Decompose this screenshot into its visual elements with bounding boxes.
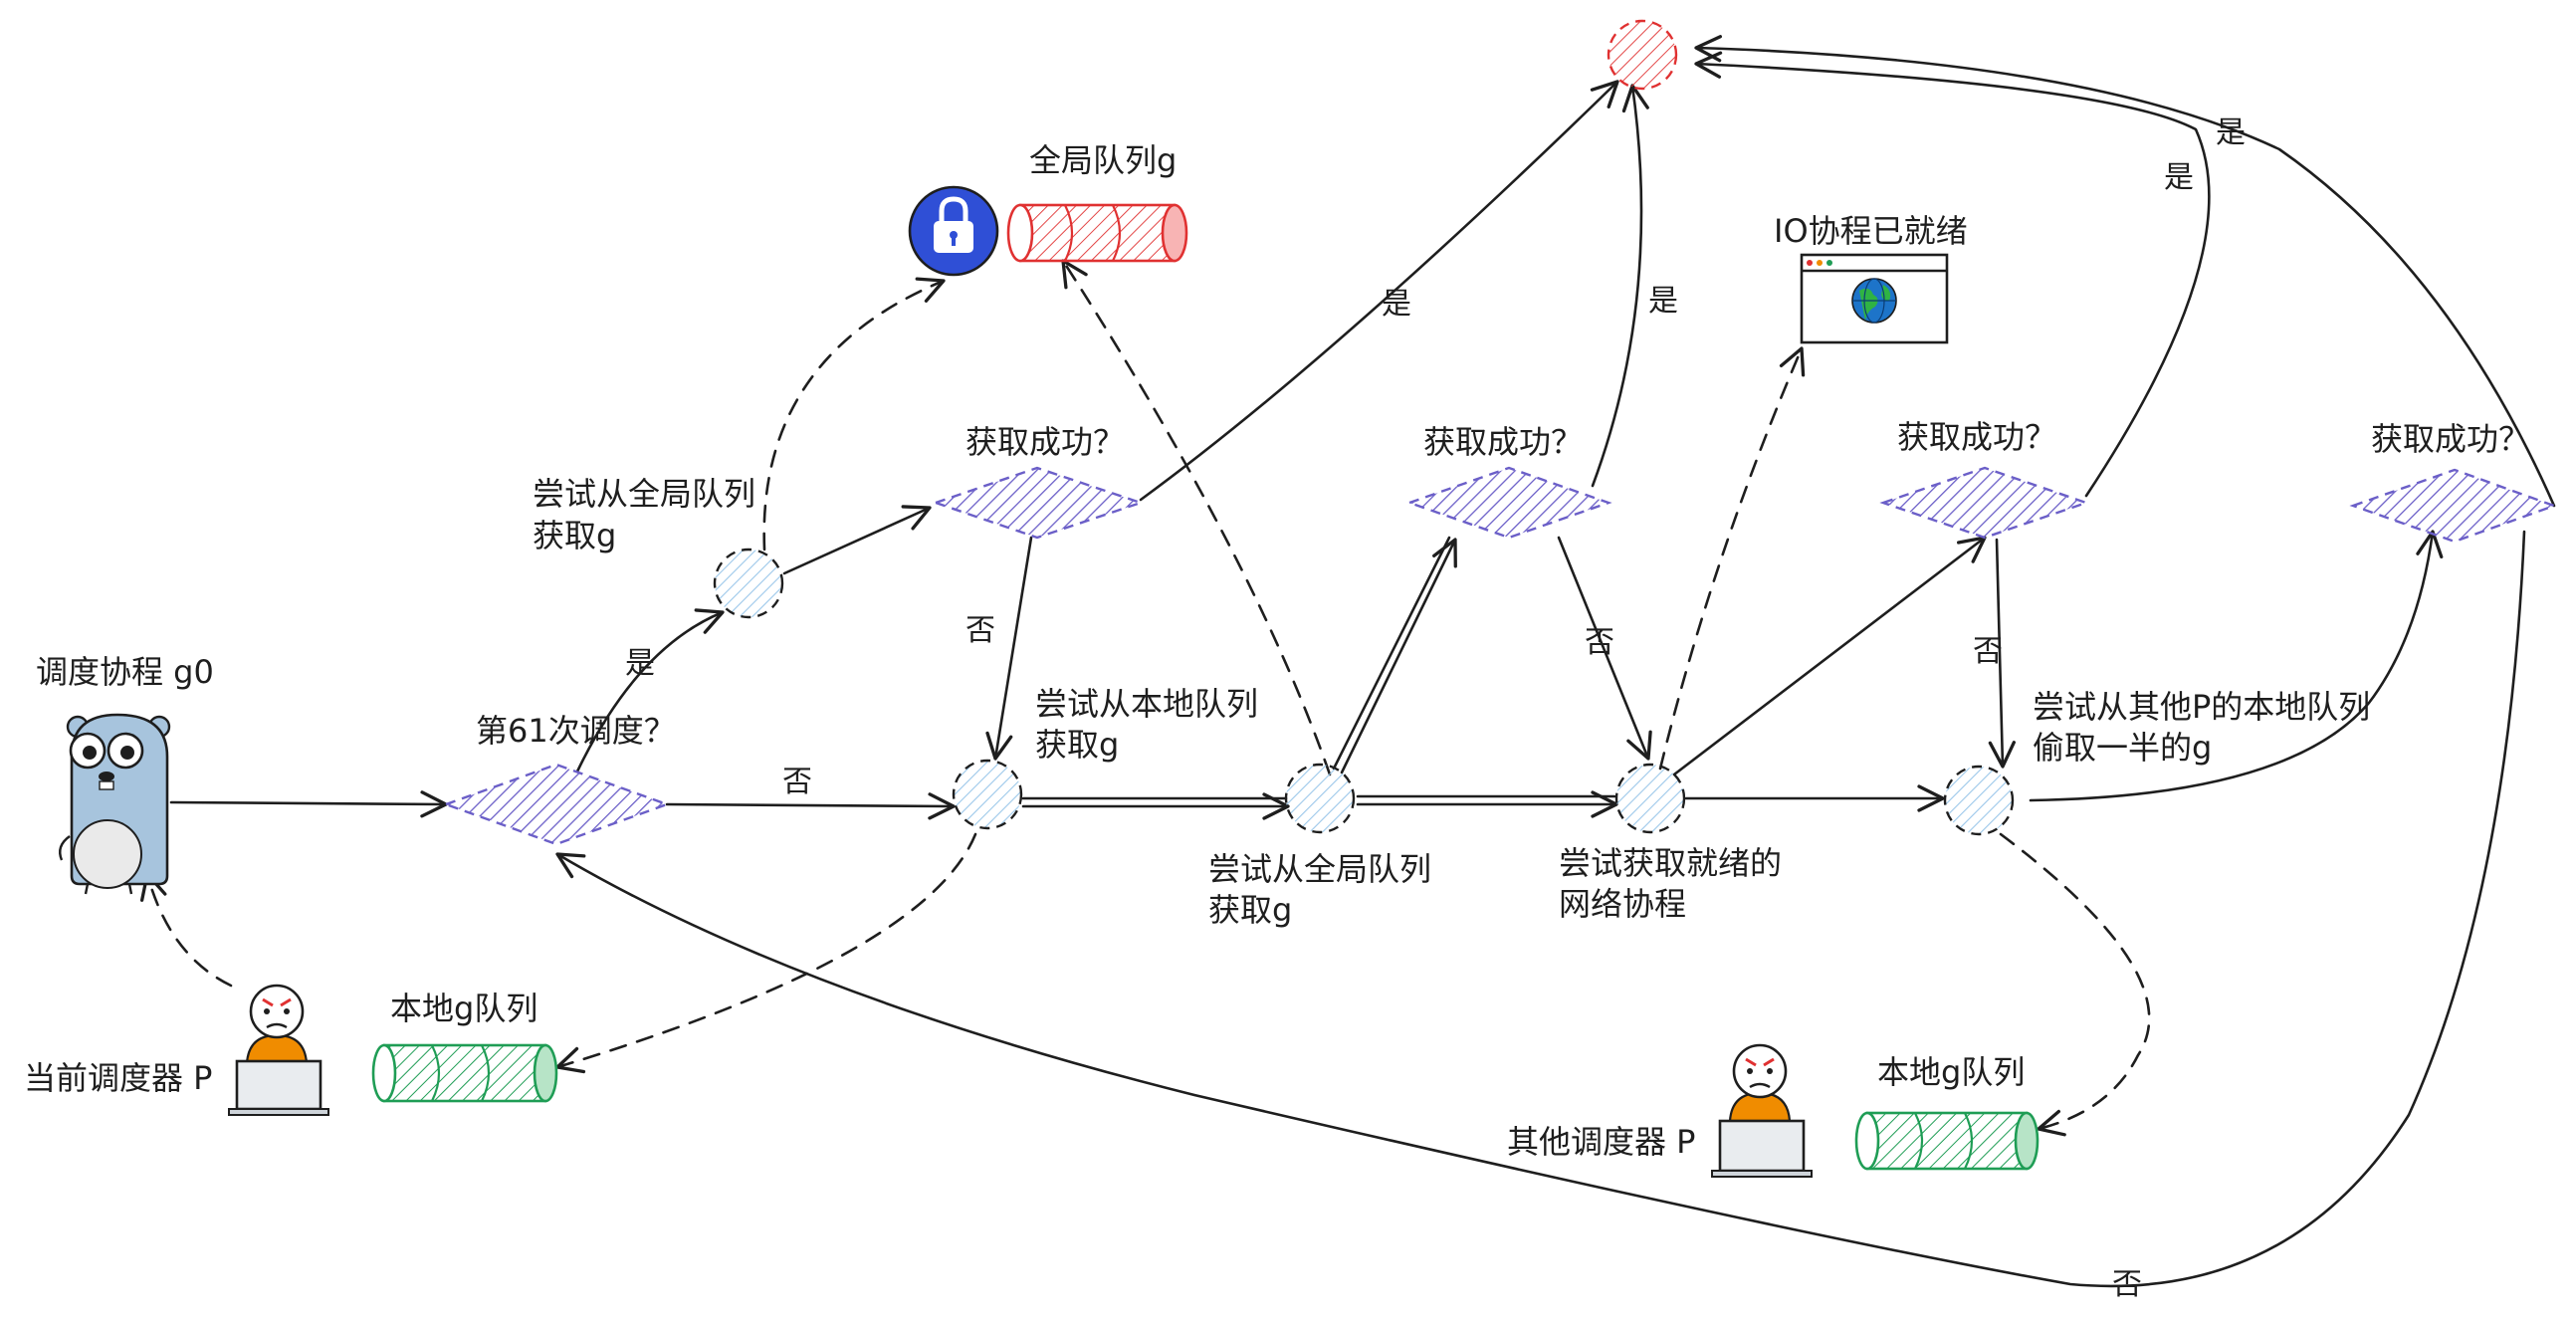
edge-label-yes-s3: 是 <box>2164 160 2194 195</box>
try-steal: 尝试从其他P的本地队列 偷取一半的g <box>1943 688 2370 836</box>
other-p-label: 其他调度器 P <box>1507 1123 1695 1161</box>
try-global-1: 尝试从全局队列 获取g <box>533 475 784 619</box>
edge-success-1-no <box>985 536 1033 761</box>
target-node <box>1607 19 1678 91</box>
try-steal-label-line1: 尝试从其他P的本地队列 <box>2033 688 2370 726</box>
edge-label-yes-61: 是 <box>625 646 655 681</box>
edge-label-no-61: 否 <box>782 765 812 799</box>
try-netpoll-label-line1: 尝试获取就绪的 <box>1559 844 1782 882</box>
edge-try-global-2-to-success-2 <box>1332 538 1455 774</box>
try-steal-label-line2: 偷取一半的g <box>2033 729 2212 767</box>
globe-icon <box>1851 278 1897 324</box>
g0-label: 调度协程 g0 <box>36 653 214 691</box>
success-node-3: 获取成功？ <box>1879 418 2090 540</box>
edge-try-global-2-to-try-netpoll <box>1356 796 1616 804</box>
edge-labels: 是 否 是 否 是 否 是 否 是 否 <box>625 115 2246 1302</box>
io-ready-label: IO协程已就绪 <box>1774 212 1968 250</box>
edge-try-global-1-to-lock <box>762 277 946 552</box>
edge-try-global-1-to-success-1 <box>782 505 932 575</box>
global-queue: 全局队列g <box>908 141 1188 277</box>
local-queue-current-label: 本地g队列 <box>390 990 537 1027</box>
edge-label-no-s2: 否 <box>1585 625 1614 660</box>
io-ready-window: IO协程已就绪 <box>1774 212 1968 344</box>
current-scheduler: 当前调度器 P <box>24 984 329 1116</box>
edge-current-p-to-g0 <box>139 872 233 988</box>
angry-user-at-laptop-icon <box>1711 1043 1813 1178</box>
global-queue-cylinder <box>1006 203 1188 263</box>
success-4-label: 获取成功？ <box>2371 420 2530 458</box>
local-queue-current: 本地g队列 <box>371 990 558 1103</box>
try-global-1-label-line1: 尝试从全局队列 <box>533 475 755 513</box>
try-global-2-label-line2: 获取g <box>1208 891 1292 929</box>
edge-decision-61-yes <box>575 608 725 773</box>
edge-try-global-2-to-global-queue <box>1061 259 1332 776</box>
global-queue-label: 全局队列g <box>1029 141 1177 179</box>
edge-label-yes-s1: 是 <box>1382 287 1411 322</box>
other-scheduler: 其他调度器 P <box>1507 1043 1813 1178</box>
edge-try-netpoll-to-success-3 <box>1672 536 1987 776</box>
edge-try-local-to-try-global-2 <box>1021 798 1288 806</box>
edge-success-3-yes <box>1694 51 2211 498</box>
edge-try-steal-to-other-queue <box>1999 832 2151 1137</box>
edge-success-4-no <box>555 530 2526 1288</box>
try-global-1-label-line2: 获取g <box>533 517 616 554</box>
gopher-icon <box>59 713 171 895</box>
edge-g0-to-decision-61 <box>169 790 448 818</box>
try-local: 尝试从本地队列 获取g <box>952 685 1258 830</box>
local-queue-other: 本地g队列 <box>1854 1053 2039 1171</box>
lock-icon <box>908 185 999 277</box>
edge-label-yes-s4: 是 <box>2216 115 2246 150</box>
gopher-g0: 调度协程 g0 <box>36 653 214 895</box>
edge-label-yes-s2: 是 <box>1648 284 1678 319</box>
edge-success-2-no <box>1557 536 1652 761</box>
edge-success-4-yes <box>1694 35 2556 508</box>
edge-label-no-s1: 否 <box>966 613 995 648</box>
angry-user-at-laptop-icon <box>228 984 329 1116</box>
edge-success-1-yes <box>1139 80 1619 502</box>
edge-label-no-s3: 否 <box>1973 634 2003 669</box>
local-queue-other-label: 本地g队列 <box>1877 1053 2025 1091</box>
edge-decision-61-to-try-local <box>665 792 956 820</box>
try-global-2-label-line1: 尝试从全局队列 <box>1208 850 1431 888</box>
try-local-label-line2: 获取g <box>1035 726 1119 764</box>
edge-success-3-no <box>1988 538 2017 769</box>
edge-label-no-s4: 否 <box>2112 1267 2142 1302</box>
try-netpoll: 尝试获取就绪的 网络协程 <box>1559 763 1782 923</box>
current-p-label: 当前调度器 P <box>24 1059 212 1097</box>
decision-61: 第61次调度？ <box>442 712 676 846</box>
edge-success-2-yes <box>1591 84 1649 488</box>
try-global-2: 尝试从全局队列 获取g <box>1208 763 1431 929</box>
success-2-label: 获取成功？ <box>1423 423 1583 461</box>
try-local-label-line1: 尝试从本地队列 <box>1035 685 1258 723</box>
success-3-label: 获取成功？ <box>1897 418 2056 456</box>
decision-61-label: 第61次调度？ <box>476 712 676 750</box>
success-1-label: 获取成功？ <box>966 423 1125 461</box>
success-node-1: 获取成功？ <box>932 423 1145 540</box>
try-netpoll-label-line2: 网络协程 <box>1559 885 1686 923</box>
edge-try-local-to-local-queue <box>555 832 977 1074</box>
edge-try-steal-to-success-4 <box>2029 530 2444 802</box>
edges <box>139 35 2556 1288</box>
success-node-4: 获取成功？ <box>2349 420 2558 544</box>
edge-try-netpoll-to-io-ready <box>1658 346 1806 771</box>
success-node-2: 获取成功？ <box>1405 423 1612 540</box>
